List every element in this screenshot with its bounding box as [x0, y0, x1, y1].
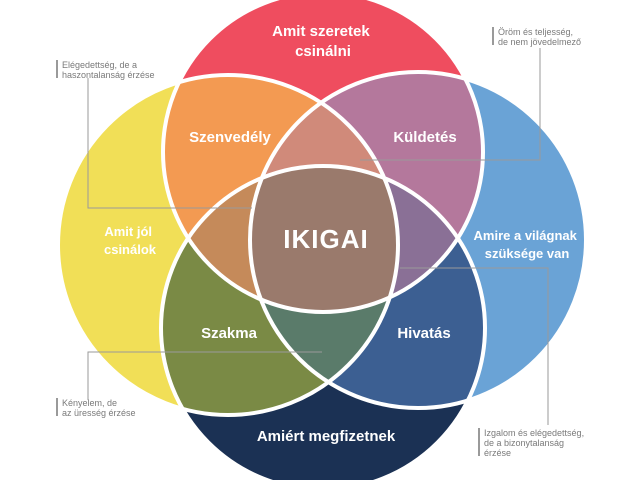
label-amit-jol: Amit jól csinálok: [104, 224, 157, 257]
circle-outlines: [56, 0, 588, 480]
note-top-left: Elégedettség, de a haszontalanság érzése: [62, 60, 155, 80]
overlap-triple-right: [250, 166, 483, 312]
label-szenvedely: Szenvedély: [189, 129, 271, 146]
note-marker-top-left: [56, 60, 58, 78]
note-top-right: Öröm és teljesség, de nem jövedelmező: [498, 27, 581, 47]
overlap-triple-top: [250, 75, 398, 312]
overlap-triple-bottom: [250, 166, 398, 408]
label-amire-a-vilagnak: Amire a világnak szüksége van: [474, 228, 581, 261]
label-szakma: Szakma: [201, 325, 258, 342]
note-marker-bottom-right: [478, 428, 480, 456]
label-amiert-megfizetnek: Amiért megfizetnek: [257, 428, 396, 445]
label-kuldetes: Küldetés: [393, 129, 456, 146]
label-ikigai: IKIGAI: [283, 224, 368, 254]
overlap-triple-left: [163, 166, 398, 312]
connector-lines: [87, 48, 549, 425]
note-bottom-right: Izgalom és elégedettség, de a bizonytala…: [484, 428, 587, 458]
note-bottom-left: Kényelem, de az üresség érzése: [62, 398, 136, 418]
label-hivatas: Hivatás: [397, 325, 450, 342]
note-marker-bottom-left: [56, 398, 58, 416]
note-marker-top-right: [492, 27, 494, 45]
label-amit-szeretek: Amit szeretek csinálni: [272, 23, 374, 60]
